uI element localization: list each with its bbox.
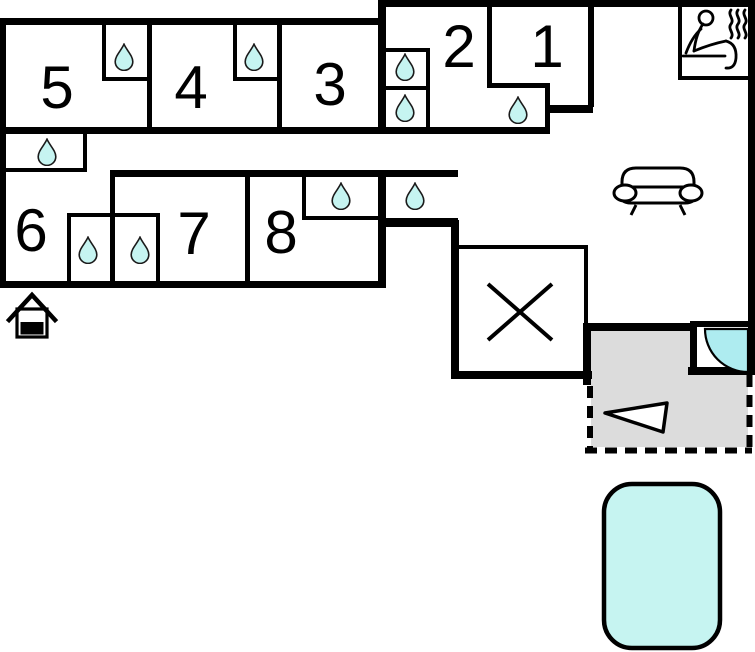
sauna-person-arm: [684, 27, 703, 55]
wall-segment: [102, 77, 151, 81]
sauna-person-torso: [692, 22, 705, 53]
wall-segment: [383, 86, 430, 90]
annex-house-icon: [5, 291, 59, 339]
wall-segment: [748, 0, 755, 375]
room-label-2: 2: [442, 13, 476, 80]
sauna-person-leg: [692, 39, 728, 53]
room-label-8: 8: [264, 199, 298, 266]
water-drop-icon: [244, 43, 264, 71]
wall-segment: [67, 213, 71, 281]
wall-segment: [233, 22, 237, 81]
wall-segment: [110, 170, 458, 177]
sauna-person-head: [697, 9, 715, 27]
wall-segment: [678, 7, 682, 80]
wall-segment: [451, 220, 459, 379]
wall-segment: [690, 321, 755, 327]
x-mark-icon: [486, 282, 554, 342]
wall-segment: [302, 170, 306, 220]
water-drop-icon: [37, 138, 57, 166]
sofa-armrest: [678, 183, 704, 203]
terrace-dashed-border: [585, 375, 753, 454]
wall-segment: [378, 170, 386, 288]
sauna-icon: [681, 8, 748, 70]
wall-segment: [451, 371, 592, 379]
room-label-7: 7: [177, 200, 211, 267]
wall-segment: [588, 3, 594, 107]
wall-segment: [545, 83, 550, 131]
wall-segment: [0, 18, 6, 288]
wall-segment: [67, 213, 110, 217]
wall-segment: [584, 245, 588, 375]
wall-segment: [233, 77, 281, 81]
wall-segment: [378, 0, 755, 7]
wall-segment: [245, 170, 250, 281]
wall-segment: [102, 22, 106, 81]
wall-segment: [378, 218, 458, 227]
wall-segment: [115, 213, 160, 217]
wall-segment: [383, 48, 430, 52]
wall-segment: [678, 76, 755, 80]
annex-house-roof: [5, 291, 59, 324]
wall-segment: [378, 3, 386, 134]
room-label-1: 1: [530, 13, 564, 80]
wall-segment: [156, 213, 160, 281]
wall-segment: [688, 367, 755, 375]
water-drop-icon: [395, 53, 415, 81]
sauna-steam: [735, 8, 741, 40]
wall-segment: [302, 216, 378, 220]
wall-segment: [0, 18, 385, 25]
wall-segment: [110, 170, 115, 281]
room-label-4: 4: [174, 54, 208, 121]
sauna-person-shin: [724, 39, 738, 70]
wall-segment: [545, 105, 593, 113]
room-label-3: 3: [313, 51, 347, 118]
wall-segment: [487, 3, 492, 88]
room-label-6: 6: [14, 197, 48, 264]
water-drop-icon: [508, 96, 528, 124]
sofa-backrest: [620, 166, 696, 193]
water-drop-icon: [78, 236, 98, 264]
sofa-icon: [612, 166, 704, 216]
water-drop-icon: [114, 43, 134, 71]
sauna-steam: [742, 8, 748, 40]
water-drop-icon: [331, 182, 351, 210]
sofa-legs: [629, 204, 687, 216]
wall-segment: [0, 281, 385, 288]
pool: [601, 481, 723, 651]
entrance-arrow-icon: [603, 401, 669, 434]
wall-segment: [487, 83, 550, 88]
wall-segment: [583, 323, 697, 331]
room-label-5: 5: [40, 54, 74, 121]
corner-bath-icon: [703, 327, 750, 374]
water-drop-icon: [405, 182, 425, 210]
wall-segment: [3, 168, 87, 172]
water-drop-icon: [130, 236, 150, 264]
sauna-steam: [728, 8, 734, 40]
wall-segment: [690, 323, 697, 375]
annex-house-base: [20, 322, 44, 335]
wall-segment: [0, 127, 550, 134]
water-drop-icon: [395, 94, 415, 122]
walls: [0, 0, 755, 385]
wall-segment: [83, 132, 87, 172]
wall-segment: [458, 245, 588, 249]
sofa-armrest: [612, 183, 638, 203]
